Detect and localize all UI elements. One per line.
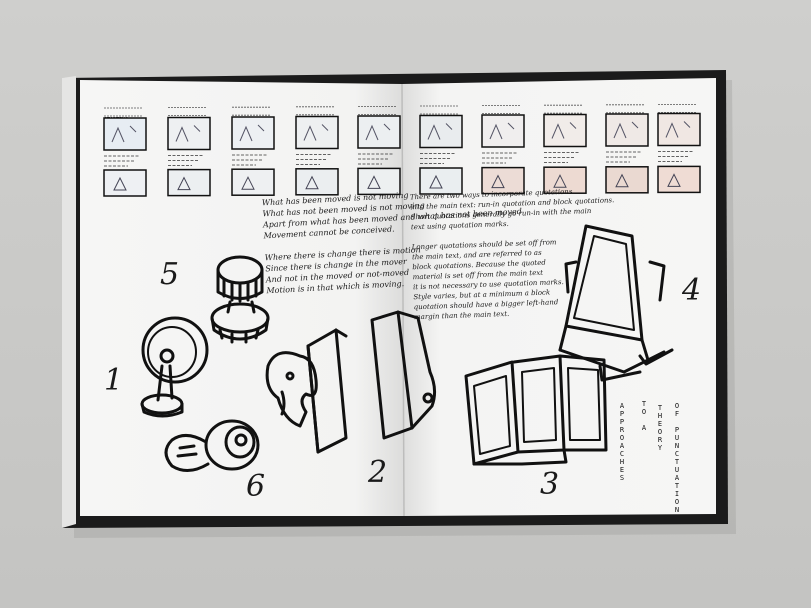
storyboard-sketch xyxy=(489,122,515,140)
storyboard-frame xyxy=(167,116,211,151)
storyboard-frame xyxy=(657,112,701,147)
storyboard-sketch xyxy=(615,173,629,188)
storyboard-frame xyxy=(419,167,463,195)
storyboard-frame xyxy=(103,169,147,197)
storyboard-frame xyxy=(231,168,275,196)
storyboard-sketch xyxy=(241,176,255,190)
storyboard-frame xyxy=(357,115,401,149)
knob-drawing xyxy=(210,255,270,344)
storyboard-sketch xyxy=(111,125,137,143)
storyboard-sketch xyxy=(429,174,443,189)
number-label: 1 xyxy=(104,363,123,398)
storyboard-sketch xyxy=(667,173,681,187)
number-label: 3 xyxy=(540,467,559,502)
lens-drawing xyxy=(164,419,260,472)
storyboard-sketch xyxy=(175,125,201,142)
storyboard-sketch xyxy=(177,176,191,191)
storyboard-sketch xyxy=(553,174,567,188)
storyboard-frame xyxy=(357,167,401,196)
storyboard-sketch xyxy=(613,121,639,139)
elephant-plaque-drawing xyxy=(265,328,348,454)
storyboard-sketch xyxy=(113,176,127,191)
storyboard-frame xyxy=(481,166,525,195)
panel-drawing xyxy=(370,310,437,440)
storyboard-sketch xyxy=(427,123,453,140)
storyboard-sketch xyxy=(239,124,265,142)
storyboard-frame xyxy=(103,117,147,151)
para-right-line: text using quotation marks. xyxy=(411,220,509,231)
storyboard-frame xyxy=(231,116,275,150)
storyboard-frame xyxy=(657,165,701,194)
storyboard-sketch xyxy=(365,123,391,141)
title-col-3: THEORY xyxy=(656,404,664,452)
cheval-mirror-drawing xyxy=(558,224,674,382)
trifold-frame-drawing xyxy=(464,354,608,466)
storyboard-frame xyxy=(543,166,587,194)
storyboard-sketch xyxy=(305,175,319,190)
round-mirror-drawing xyxy=(140,316,209,418)
number-label: 6 xyxy=(246,469,265,504)
number-label: 4 xyxy=(681,273,701,308)
storyboard-sketch xyxy=(303,124,329,141)
title-col-1: APPROACHES xyxy=(618,402,626,482)
title-col-2: TO A xyxy=(640,400,648,432)
storyboard-frame xyxy=(295,168,339,196)
para-right-line: margin than the main text. xyxy=(414,310,509,321)
storyboard-frame xyxy=(605,166,649,194)
storyboard-frame xyxy=(167,168,211,197)
storyboard-sketch xyxy=(367,175,381,189)
storyboard-sketch xyxy=(665,121,691,138)
storyboard-frame xyxy=(543,113,587,148)
storyboard-frame xyxy=(481,114,525,148)
storyboard-frame xyxy=(605,113,649,147)
title-col-4: OF PUNCTUATION xyxy=(673,402,681,514)
storyboard-frame xyxy=(295,115,339,150)
storyboard-sketch xyxy=(551,122,577,139)
number-label: 5 xyxy=(160,257,179,292)
storyboard-frame xyxy=(419,114,463,149)
number-label: 2 xyxy=(367,455,387,490)
storyboard-sketch xyxy=(491,174,505,189)
